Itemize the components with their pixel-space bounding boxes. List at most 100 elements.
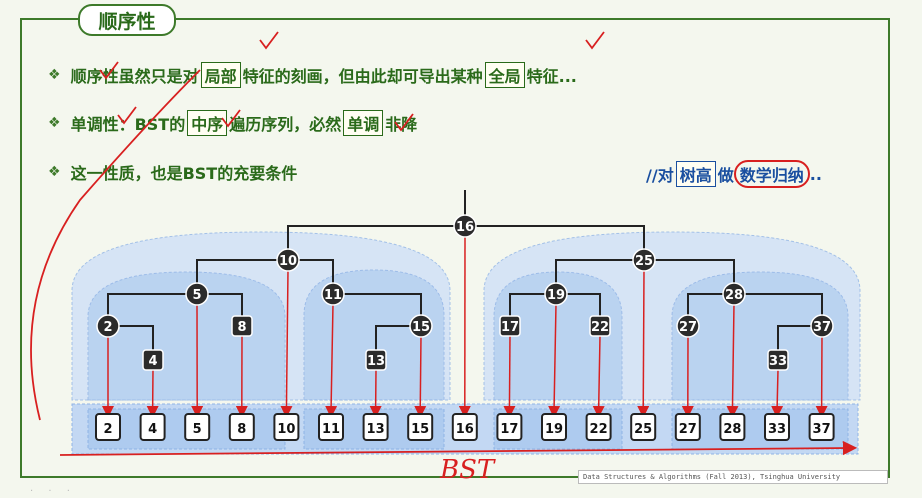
projection-arrow [771, 369, 784, 418]
sequence-cell [228, 413, 255, 441]
tree-node [142, 349, 164, 371]
sequence-cell [674, 413, 701, 441]
tree-node-label: 33 [769, 354, 787, 369]
diamond-bullet-icon: ❖ [48, 115, 61, 131]
sequence-cell-label: 4 [148, 422, 157, 437]
sequence-cell [496, 413, 523, 441]
sequence-cell-label: 19 [545, 422, 563, 437]
tree-node-label: 8 [237, 320, 246, 335]
sequence-cell [764, 413, 790, 441]
projection-arrow [325, 303, 338, 418]
tree-node-label: 28 [725, 288, 743, 303]
tree-node-label: 4 [148, 354, 157, 369]
sequence-cell-label: 15 [411, 422, 429, 437]
tree-node [810, 314, 834, 338]
tree-node-label: 10 [279, 254, 297, 269]
tree-node-label: 5 [192, 288, 201, 303]
annotation-check-icon [394, 113, 414, 132]
sequence-cell [585, 413, 612, 441]
tree-edge [777, 325, 822, 360]
annotation-check-icon [99, 61, 119, 80]
annotation-curve [30, 69, 201, 421]
diamond-bullet-icon: ❖ [48, 67, 61, 83]
annotation-underline [59, 440, 858, 456]
boxed-term-global: 全局 [484, 62, 525, 88]
tree-node [365, 349, 387, 371]
projection-arrow [726, 303, 739, 418]
slide-frame [20, 18, 890, 478]
tree-node [231, 315, 253, 337]
sequence-cell-label: 22 [590, 422, 608, 437]
annotation-check-icon [221, 109, 241, 128]
tree-node [544, 282, 568, 306]
sequence-cell [451, 413, 478, 441]
tree-node-label: 15 [412, 320, 430, 335]
tree-node-label: 13 [367, 354, 385, 369]
induction-note: //对 树高 做 数学归纳 .. [646, 160, 822, 188]
tree-node-label: 11 [324, 288, 342, 303]
bullet-1: ❖ 顺序性虽然只是对 局部 特征的刻画，但由此却可导出某种 全局 特征... [48, 62, 577, 88]
tree-node [632, 248, 656, 272]
tree-node [722, 282, 746, 306]
tree-node [589, 315, 611, 337]
tree-node-label: 22 [591, 320, 609, 335]
annotation-check-icon [259, 31, 279, 50]
sequence-cell-label: 2 [103, 422, 112, 437]
sequence-cell-label: 8 [237, 422, 246, 437]
sequence-cell [139, 413, 166, 441]
sequence-cell [407, 413, 434, 441]
sequence-cell [95, 413, 121, 441]
sequence-cell-label: 5 [193, 422, 202, 437]
boxed-term-local: 局部 [200, 62, 241, 88]
projection-arrow [503, 335, 516, 418]
sequence-cell [808, 413, 835, 441]
sequence-cell [630, 413, 657, 441]
sequence-cell-label: 28 [723, 422, 741, 437]
tree-node-label: 25 [635, 254, 653, 269]
bullet-3: ❖ 这一性质，也是BST的充要条件 [48, 164, 298, 183]
sequence-cell-label: 27 [679, 422, 697, 437]
boxed-term-monotonic: 单调 [343, 110, 384, 136]
bullet-2: ❖ 单调性：BST的 中序 遍历序列，必然 单调 非降 [48, 110, 417, 136]
sequence-cell [318, 413, 344, 441]
sequence-cell [541, 413, 567, 441]
tree-node-label: 27 [679, 320, 697, 335]
subtree-dome [87, 271, 286, 401]
tree-node-label: 2 [103, 320, 112, 335]
sequence-cell-label: 16 [456, 422, 474, 437]
tree-node [499, 315, 521, 337]
tree-edge [375, 325, 421, 360]
sequence-cell-label: 37 [813, 422, 831, 437]
slide-nav-dots: · · · [30, 486, 76, 497]
projection-arrow [592, 335, 605, 418]
tree-node [409, 314, 433, 338]
tree-node [276, 248, 300, 272]
boxed-term-inorder: 中序 [187, 110, 228, 136]
course-footer: Data Structures & Algorithms (Fall 2013)… [578, 470, 888, 484]
tree-node [96, 314, 120, 338]
sequence-cell-label: 33 [768, 422, 786, 437]
sequence-cell-label: 17 [500, 422, 518, 437]
sequence-cell [719, 413, 746, 441]
sequence-cell [362, 413, 389, 441]
projection-arrow [548, 303, 561, 418]
tree-node [453, 214, 477, 238]
projection-arrow [637, 269, 650, 418]
tree-node-label: 19 [547, 288, 565, 303]
tree-node [767, 349, 789, 371]
tree-node [321, 282, 345, 306]
tree-edge [108, 325, 154, 360]
projection-arrow [280, 269, 293, 418]
sequence-cell-label: 13 [367, 422, 385, 437]
tree-node-label: 37 [813, 320, 831, 335]
diamond-bullet-icon: ❖ [48, 164, 61, 180]
sequence-cell [184, 413, 211, 441]
circled-term-induction: 数学归纳 [733, 160, 810, 188]
tree-node [676, 314, 700, 338]
subtree-dome [671, 271, 849, 401]
handwritten-bst-label: BST [439, 455, 496, 485]
projection-arrow [414, 335, 427, 418]
annotation-check-icon [117, 106, 137, 125]
sequence-cell-label: 25 [634, 422, 652, 437]
